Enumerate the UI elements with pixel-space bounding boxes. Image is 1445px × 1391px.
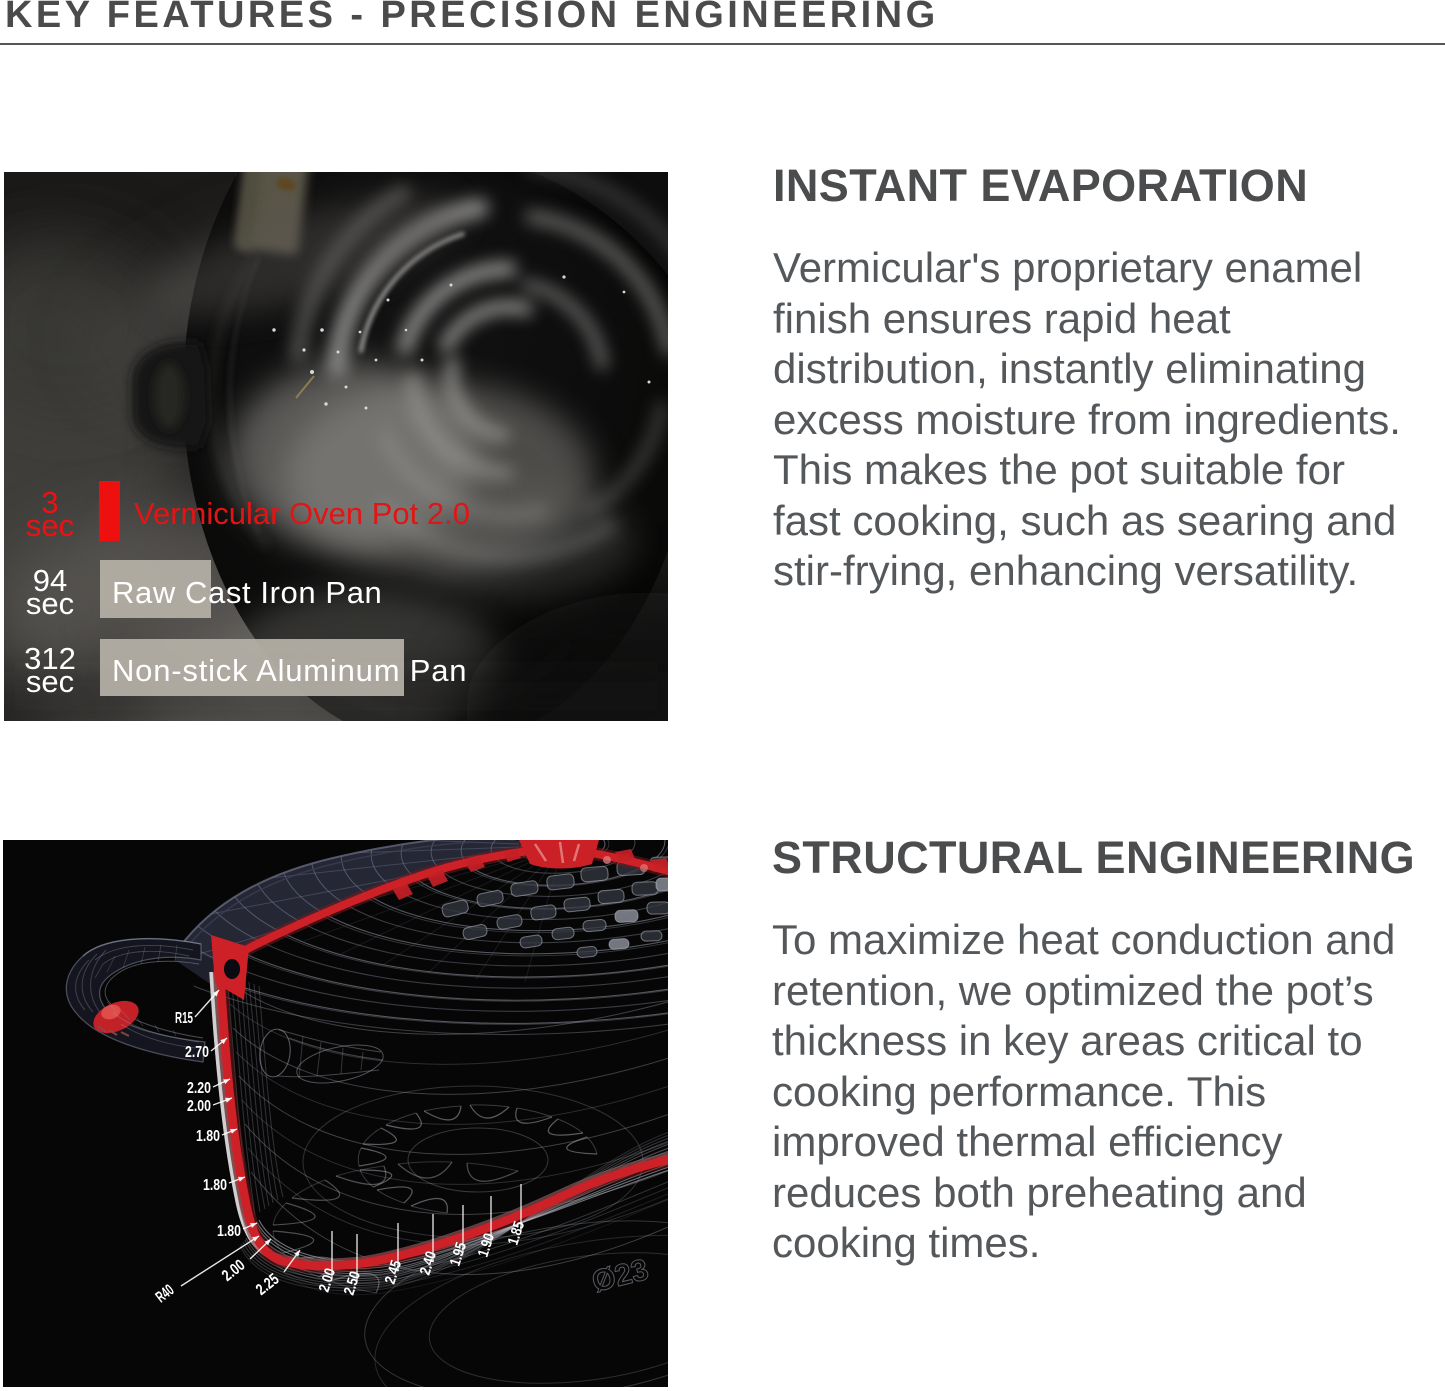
svg-text:2.50: 2.50 xyxy=(341,1269,365,1297)
svg-text:2.70: 2.70 xyxy=(185,1044,209,1061)
svg-text:1.80: 1.80 xyxy=(217,1223,241,1240)
svg-text:1.80: 1.80 xyxy=(203,1177,227,1194)
svg-text:1.80: 1.80 xyxy=(196,1128,220,1145)
svg-text:1.95: 1.95 xyxy=(447,1240,471,1268)
svg-text:2.00: 2.00 xyxy=(187,1098,211,1115)
svg-text:2.20: 2.20 xyxy=(187,1080,211,1097)
svg-text:2.45: 2.45 xyxy=(382,1258,406,1286)
svg-text:R15: R15 xyxy=(175,1010,193,1027)
svg-text:1.85: 1.85 xyxy=(505,1219,529,1247)
svg-text:2.00: 2.00 xyxy=(316,1266,340,1294)
svg-text:1.90: 1.90 xyxy=(475,1231,499,1259)
svg-text:2.40: 2.40 xyxy=(417,1249,441,1277)
